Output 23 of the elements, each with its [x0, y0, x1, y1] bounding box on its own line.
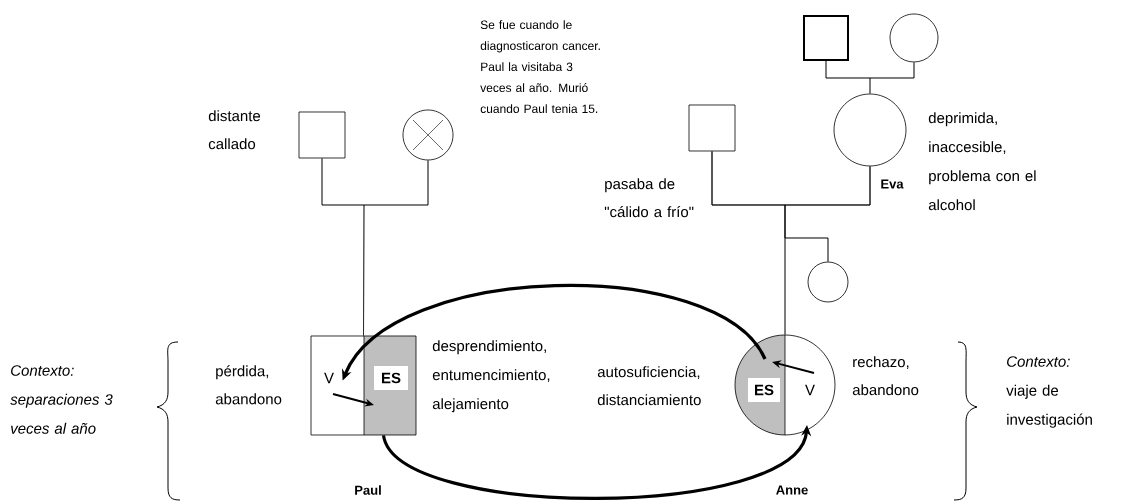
name-label: Paul: [355, 485, 381, 495]
annotation: Se fue cuando le diagnosticaron cancer. Paul la visitaba 3 veces al año. Murió cuando Paul tenia 15.: [480, 20, 600, 113]
es-label: ES: [374, 366, 408, 390]
male-square: [803, 15, 849, 61]
es-label: ES: [748, 378, 780, 402]
family-line: [784, 166, 871, 262]
name-label: Eva: [881, 179, 904, 189]
female-circle: [889, 13, 939, 63]
annotation: deprimida, inaccesible, problema con el alcohol: [928, 112, 1036, 211]
annotation: distante callado: [208, 110, 261, 150]
annotation: pérdida, abandono: [215, 365, 282, 405]
annotation: rechazo, abandono: [852, 356, 919, 396]
annotation: autosuficiencia, distanciamiento: [597, 366, 701, 406]
family-line: [869, 62, 915, 94]
annotation: pasaba de "cálido a frío": [604, 178, 694, 218]
family-line: [363, 160, 429, 336]
letter-label: V: [805, 384, 815, 396]
letter-label: V: [324, 372, 334, 384]
context-note: Contexto: separaciones 3 veces al año: [10, 365, 113, 434]
context-note: Contexto: viaje de investigación: [1006, 356, 1092, 428]
annotation: desprendimiento, entumencimiento, alejamiento: [432, 340, 550, 413]
female-circle: [807, 261, 849, 303]
name-label: Anne: [776, 485, 808, 495]
